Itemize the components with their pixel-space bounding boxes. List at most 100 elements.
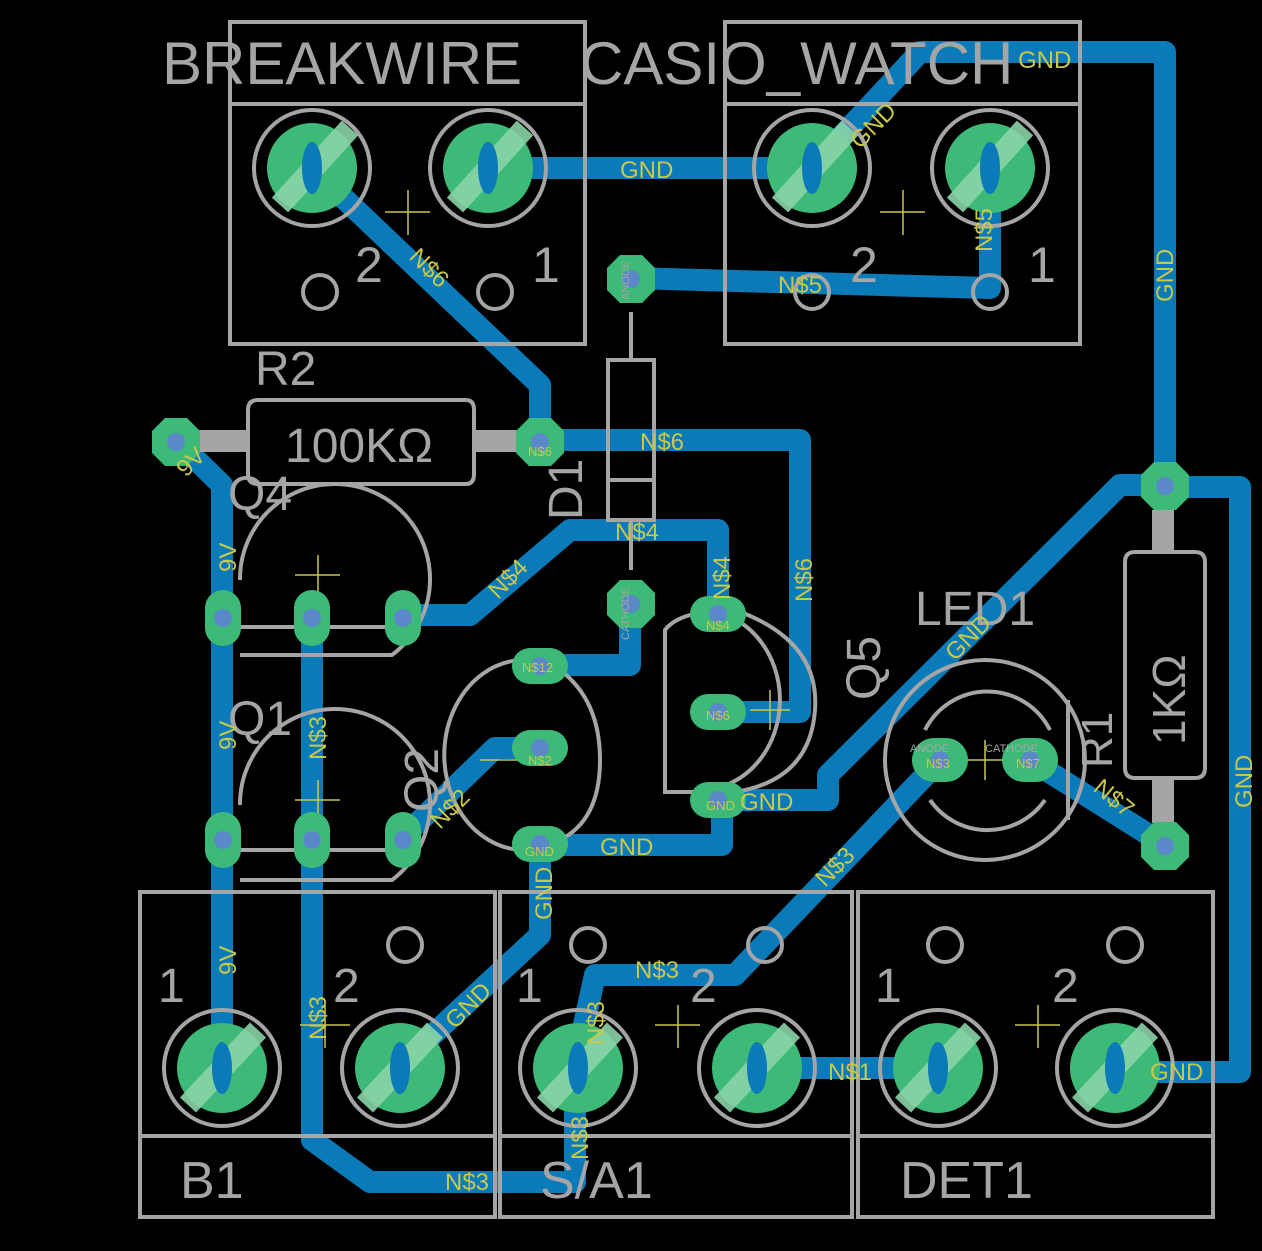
net-label-n6-vertical: N$6 <box>791 558 818 602</box>
q4-outline <box>237 482 432 657</box>
casio-outline <box>723 20 1082 346</box>
net-label-n3-bottom: N$3 <box>445 1169 489 1196</box>
q2-outline-right <box>558 668 603 842</box>
trace-gnd-b1 <box>389 834 551 1076</box>
net-label-n3-vertical-bottom: N$3 <box>305 996 332 1040</box>
r2-label: R2 <box>255 343 316 396</box>
casio-hole-1 <box>971 273 1009 311</box>
r1-label: R1 <box>1073 712 1122 768</box>
led1-arc-inner <box>923 689 1052 731</box>
b1-label: B1 <box>180 1152 244 1210</box>
r1-value-label: 1KΩ <box>1143 654 1195 745</box>
casio-pin2-label: 2 <box>850 237 878 293</box>
pads <box>152 108 1189 1128</box>
net-label-n5-vertical: N$5 <box>971 208 998 252</box>
q5-outline-b <box>663 608 818 794</box>
q2-label: Q2 <box>396 748 449 812</box>
trace-gnd-q5r1 <box>711 474 1176 811</box>
net-label-gnd-q2-vertical: GND <box>531 867 558 920</box>
net-label-gnd-right-vertical: GND <box>1152 249 1179 302</box>
pad-net-gnd-q2: GND <box>525 844 554 859</box>
r2-value-label: 100KΩ <box>285 420 433 473</box>
resistor-leads <box>195 430 1174 823</box>
b1-pin1-label: 1 <box>158 960 185 1013</box>
d1-anode-label: ANODE <box>620 261 632 300</box>
net-label-n3-sa1-vertical: N$3 <box>583 1001 610 1045</box>
led1-label: LED1 <box>915 583 1035 636</box>
pad-net-n4-q5: N$4 <box>706 618 730 633</box>
pad-net-gnd-q5: GND <box>706 798 735 813</box>
net-label-9v-q4: 9V <box>215 543 242 572</box>
pad-net-n3-led: N$3 <box>926 756 950 771</box>
trace-n3-left <box>301 601 586 1193</box>
terminal-drills <box>212 142 1125 1094</box>
net-label-n4-horizontal: N$4 <box>615 519 659 546</box>
breakwire-pin1-label: 1 <box>532 237 560 293</box>
q2-outline <box>442 658 562 852</box>
led1-outline <box>883 658 1087 862</box>
sa1-outline <box>498 890 854 1219</box>
net-label-n5: N$5 <box>778 272 822 299</box>
net-label-n3-vertical-top: N$3 <box>305 716 332 760</box>
sa1-label: S/A1 <box>540 1152 653 1210</box>
net-label-gnd-q2: GND <box>600 834 653 861</box>
led1-anode-label: ANODE <box>910 743 949 755</box>
q5-label: Q5 <box>838 636 891 700</box>
net-label-9v-q1: 9V <box>215 721 242 750</box>
trace-n4 <box>394 519 729 626</box>
net-label-n3-sa1-lower: N$3 <box>567 1116 594 1160</box>
b1-hole-2 <box>386 926 424 964</box>
r2-body <box>246 398 476 486</box>
breakwire-hole-2 <box>301 273 339 311</box>
casio-pin1-label: 1 <box>1028 237 1056 293</box>
trace-gnd-right-top <box>801 41 1176 498</box>
net-label-gnd-right-lower: GND <box>1231 755 1258 808</box>
pad-net-n7-led: N$7 <box>1016 756 1040 771</box>
pad-net-n6-r2: N$6 <box>528 444 552 459</box>
q1-outline <box>237 707 432 882</box>
breakwire-outline <box>228 20 587 346</box>
r1-body <box>1123 550 1207 780</box>
net-label-9v-b1: 9V <box>215 946 242 975</box>
pad-net-n6-q5: N$6 <box>706 708 730 723</box>
det1-label: DET1 <box>900 1152 1033 1210</box>
sa1-hole-1 <box>569 926 607 964</box>
small-drills <box>167 270 1174 855</box>
breakwire-label: BREAKWIRE <box>162 30 522 97</box>
net-label-gnd-q5: GND <box>740 789 793 816</box>
pad-net-names: N$12 N$2 GND N$4 N$6 GND N$3 N$7 N$6 <box>522 444 1040 859</box>
sa1-pin1-label: 1 <box>516 960 543 1013</box>
det1-hole-2 <box>1106 926 1144 964</box>
net-label-gnd-det1: GND <box>1150 1059 1203 1086</box>
d1-cathode-label: CATHODE <box>620 587 632 640</box>
b1-outline <box>138 890 497 1219</box>
det1-pin1-label: 1 <box>875 960 902 1013</box>
b1-pin2-label: 2 <box>333 960 360 1013</box>
net-label-n3-sa1: N$3 <box>635 957 679 984</box>
d1-label: D1 <box>540 459 593 520</box>
net-label-n4-vertical: N$4 <box>709 556 736 600</box>
det1-pin2-label: 2 <box>1052 960 1079 1013</box>
det1-outline <box>856 890 1215 1219</box>
casio-watch-label: CASIO_WATCH <box>580 30 1013 97</box>
pad-net-n2-q2: N$2 <box>528 753 552 768</box>
silkscreen-labels: BREAKWIRE CASIO_WATCH 2 1 2 1 R2 100KΩ Q… <box>158 30 1195 1210</box>
sa1-hole-2 <box>746 926 784 964</box>
net-label-n1: N$1 <box>828 1059 872 1086</box>
breakwire-hole-1 <box>476 273 514 311</box>
led1-cathode-label: CATHODE <box>985 743 1038 755</box>
breakwire-pin2-label: 2 <box>355 237 383 293</box>
det1-hole-1 <box>926 926 964 964</box>
casio-hole-2 <box>793 273 831 311</box>
q4-label: Q4 <box>228 468 292 521</box>
pad-net-n12-q2: N$12 <box>522 660 553 675</box>
q1-label: Q1 <box>228 693 292 746</box>
led1-arc-inner2 <box>928 798 1047 833</box>
net-label-gnd-corner: GND <box>1018 47 1071 74</box>
net-label-n6-horizontal: N$6 <box>640 429 684 456</box>
origin-crosshairs <box>295 190 1060 1048</box>
sa1-pin2-label: 2 <box>690 960 717 1013</box>
trace-gnd-right <box>1104 476 1251 1083</box>
trace-n3-right <box>564 749 951 1076</box>
